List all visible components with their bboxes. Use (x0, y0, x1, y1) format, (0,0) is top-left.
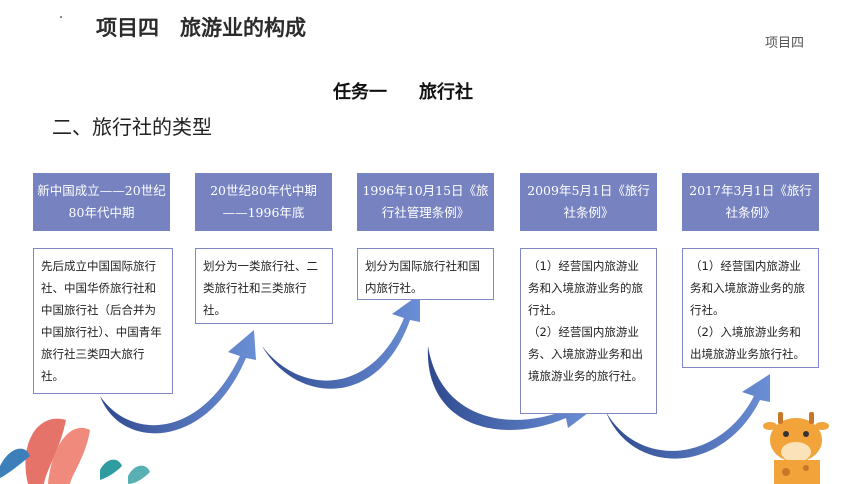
curved-arrow-icon (606, 374, 770, 459)
task-label: 任务一 (333, 82, 387, 103)
timeline-text: （2）入境旅游业务和出境旅游业务旅行社。 (690, 325, 805, 361)
timeline-text: 划分为国际旅行社和国内旅行社。 (365, 259, 480, 295)
timeline-box-1: 先后成立中国国际旅行社、中国华侨旅行社和中国旅行社（后合并为中国旅行社）、中国青… (33, 248, 173, 394)
timeline-box-3: 划分为国际旅行社和国内旅行社。 (357, 248, 494, 300)
timeline-box-2: 划分为一类旅行社、二类旅行社和三类旅行社。 (195, 248, 333, 324)
task-heading: 任务一 旅行社 (333, 78, 473, 104)
page-title: 项目四 旅游业的构成 (96, 16, 306, 40)
timeline-text: （1）经营国内旅游业务和入境旅游业务的旅行社。 (528, 259, 643, 317)
timeline-head-4: 2009年5月1日《旅行社条例》 (520, 173, 657, 231)
corner-label: 项目四 (764, 36, 804, 51)
task-name: 旅行社 (419, 82, 473, 103)
timeline-head-2: 20世纪80年代中期——1996年底 (195, 173, 332, 231)
timeline-text: 划分为一类旅行社、二类旅行社和三类旅行社。 (203, 259, 318, 317)
timeline-box-4: （1）经营国内旅游业务和入境旅游业务的旅行社。 （2）经营国内旅游业务、入境旅游… (520, 248, 657, 414)
timeline-head-5: 2017年3月1日《旅行社条例》 (682, 173, 819, 231)
bullet-dot (60, 16, 62, 18)
giraffe-icon (763, 412, 829, 484)
timeline-head-1: 新中国成立——20世纪80年代中期 (33, 173, 170, 231)
timeline-text: （2）经营国内旅游业务、入境旅游业务和出境旅游业务的旅行社。 (528, 325, 643, 383)
leaf-decoration-icon (0, 418, 150, 484)
curved-arrow-icon (427, 346, 592, 430)
timeline-text: 先后成立中国国际旅行社、中国华侨旅行社和中国旅行社（后合并为中国旅行社）、中国青… (41, 259, 162, 383)
section-title: 二、旅行社的类型 (52, 115, 212, 139)
timeline-head-3: 1996年10月15日《旅行社管理条例》 (357, 173, 494, 231)
curved-arrow-icon (262, 294, 420, 389)
timeline-text: （1）经营国内旅游业务和入境旅游业务的旅行社。 (690, 259, 805, 317)
timeline-box-5: （1）经营国内旅游业务和入境旅游业务的旅行社。 （2）入境旅游业务和出境旅游业务… (682, 248, 819, 368)
